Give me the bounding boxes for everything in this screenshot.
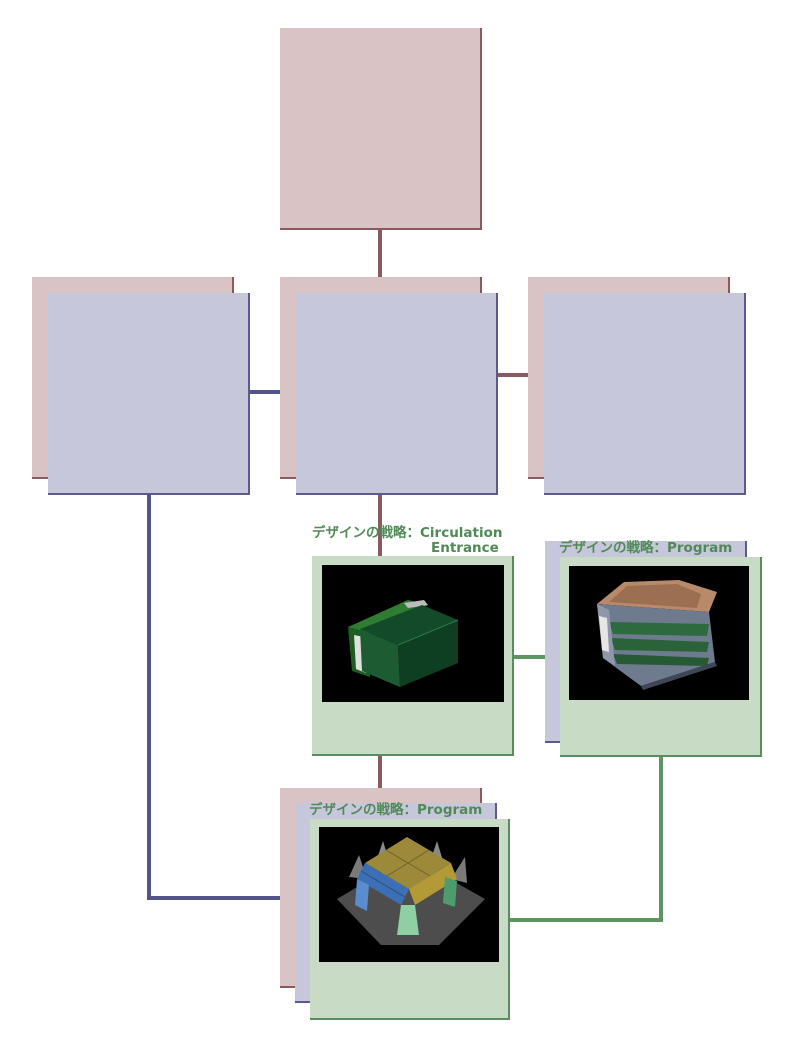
stacked-floors-model-icon xyxy=(569,566,749,700)
caption-program-bottom: デザインの戦略：Program xyxy=(309,802,483,818)
center-node xyxy=(296,293,498,495)
caption-circulation: デザインの戦略：Circulation xyxy=(312,526,503,541)
green-box-model-icon xyxy=(322,565,504,702)
caption-circulation-line2: Entrance xyxy=(431,540,499,556)
program-top-image xyxy=(569,566,749,700)
caption-circulation-prefix: デザインの戦略： xyxy=(312,525,420,541)
program-bottom-image xyxy=(319,827,499,962)
connector-center-to-right xyxy=(495,373,530,377)
connector-left-to-center xyxy=(247,390,299,394)
connector-program-to-bottom xyxy=(507,918,663,922)
grid-roof-model-icon xyxy=(319,827,499,962)
connector-root-to-center xyxy=(378,228,382,280)
connector-program-down xyxy=(659,754,663,922)
root-node xyxy=(280,28,482,230)
connector-left-down xyxy=(147,492,151,900)
connector-left-to-bottom xyxy=(147,896,297,900)
caption-program-top: デザインの戦略：Program xyxy=(559,540,733,556)
circulation-image xyxy=(322,565,504,702)
left-node xyxy=(48,293,250,495)
connector-circulation-to-program xyxy=(511,655,563,659)
caption-circulation-line1: Circulation xyxy=(420,525,503,541)
right-node xyxy=(544,293,746,495)
connector-circulation-to-bottom xyxy=(378,753,382,790)
connector-center-to-circulation xyxy=(378,492,382,562)
